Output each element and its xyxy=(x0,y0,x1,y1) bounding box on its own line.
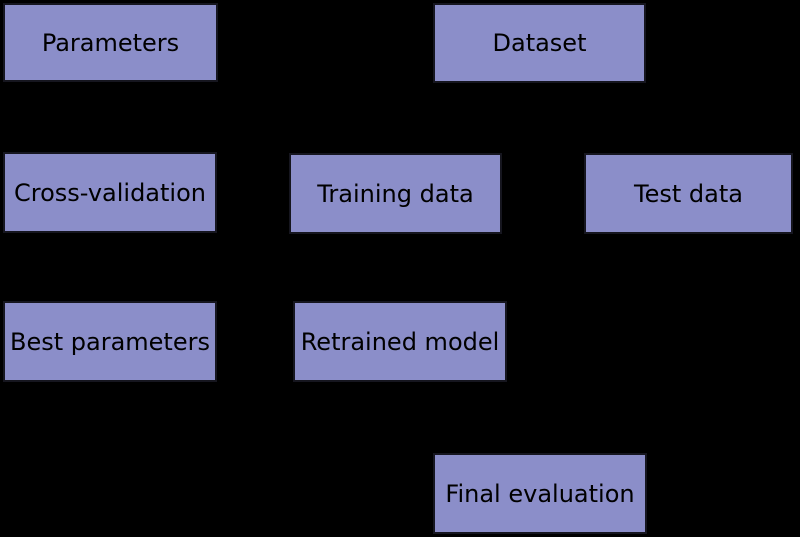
node-training-data: Training data xyxy=(289,153,502,234)
node-parameters-label: Parameters xyxy=(41,28,180,57)
node-test-data-label: Test data xyxy=(634,179,743,208)
node-best-parameters: Best parameters xyxy=(3,301,217,382)
node-best-parameters-label: Best parameters xyxy=(10,327,210,356)
node-dataset-label: Dataset xyxy=(492,29,587,57)
node-training-data-label: Training data xyxy=(317,179,474,208)
node-cross-validation: Cross-validation xyxy=(3,152,217,233)
node-cross-validation-label: Cross-validation xyxy=(14,178,206,207)
node-final-evaluation-label: Final evaluation xyxy=(445,479,635,508)
node-dataset: Dataset xyxy=(433,3,646,83)
node-retrained-model: Retrained model xyxy=(293,301,507,382)
node-parameters: Parameters xyxy=(3,3,218,82)
node-retrained-model-label: Retrained model xyxy=(300,327,500,356)
node-final-evaluation: Final evaluation xyxy=(433,453,647,534)
node-test-data: Test data xyxy=(584,153,793,234)
